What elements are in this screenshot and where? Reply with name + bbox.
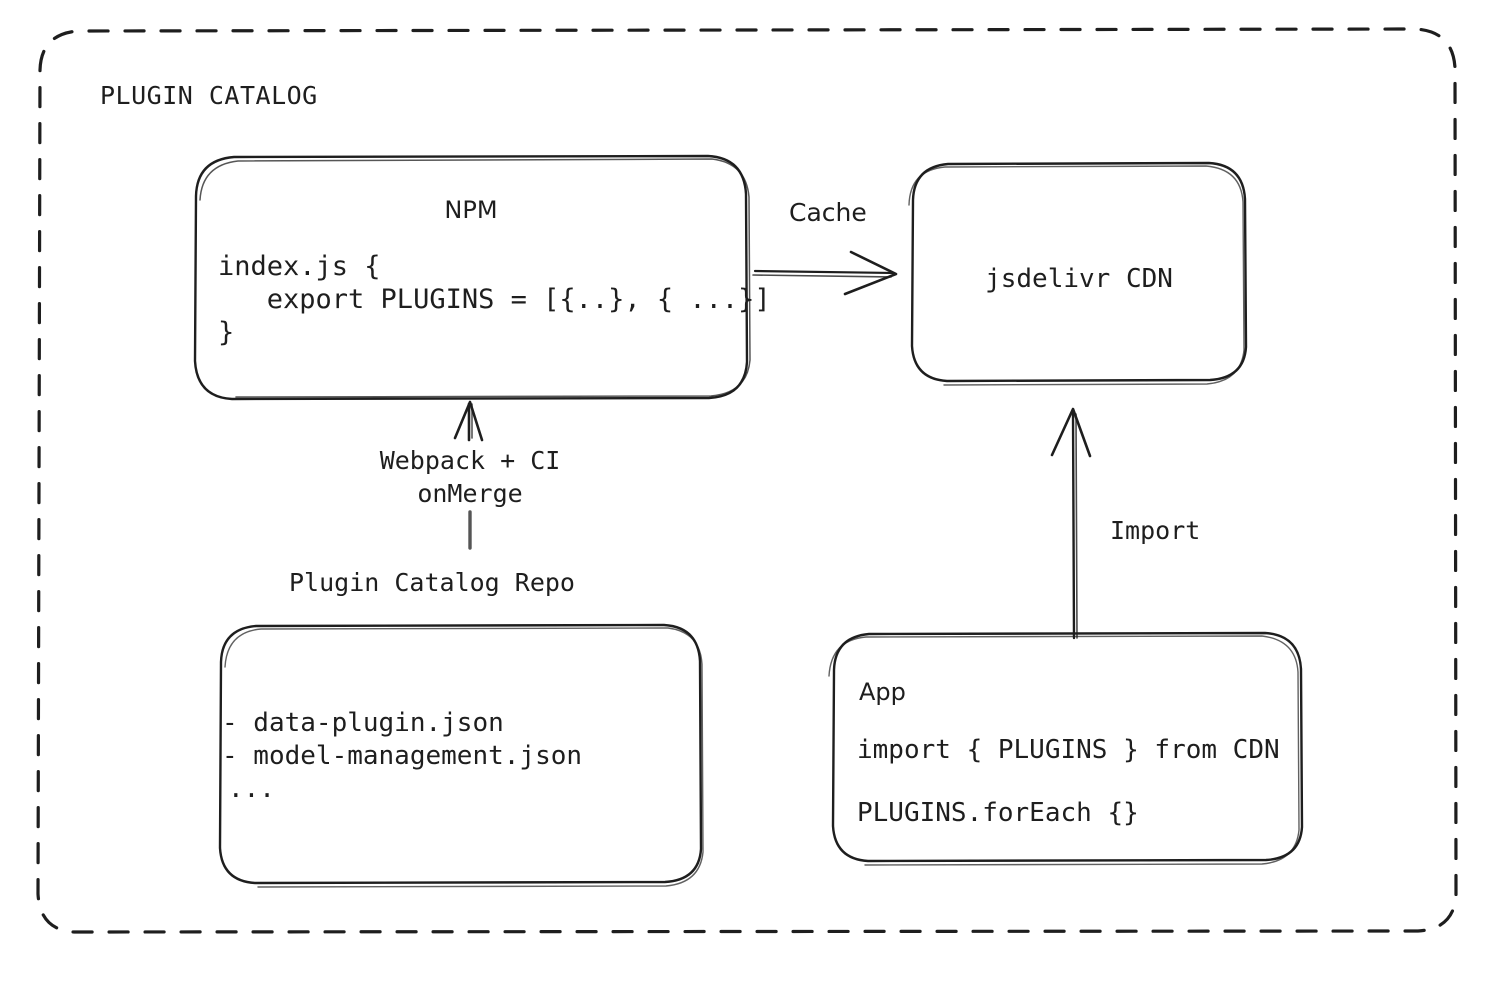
edge-label-cache: Cache: [789, 198, 867, 227]
edge-repo-to-npm: [453, 400, 484, 550]
edge-npm-to-cdn: [752, 250, 898, 296]
app-node-title: App: [859, 678, 906, 706]
repo-node-label: Plugin Catalog Repo: [289, 568, 575, 597]
cdn-node-title: jsdelivr CDN: [985, 264, 1173, 294]
edge-label-import: Import: [1110, 516, 1201, 545]
container-title: PLUGIN CATALOG: [100, 81, 318, 110]
npm-code-line-3: }: [218, 317, 235, 348]
app-code-line-2: PLUGINS.forEach {}: [857, 798, 1139, 828]
app-code-line-1: import { PLUGINS } from CDN: [857, 735, 1280, 765]
app-node-border: [828, 631, 1304, 866]
repo-file-line-2: - model-management.json: [222, 741, 583, 771]
repo-file-line-1: - data-plugin.json: [222, 708, 504, 738]
repo-file-line-3: ...: [228, 774, 275, 804]
npm-node-border: [193, 154, 751, 401]
npm-code-line-2: export PLUGINS = [{..}, { ...}]: [218, 284, 771, 315]
edge-label-webpack-ci: Webpack + CI: [379, 446, 561, 475]
edge-label-onmerge: onMerge: [417, 479, 523, 508]
npm-node-title: NPM: [444, 196, 498, 224]
repo-node-border: [218, 623, 704, 888]
plugin-catalog-container-border: [36, 27, 1458, 934]
cdn-node-border: [908, 161, 1248, 386]
edge-app-to-cdn: [1050, 407, 1092, 640]
npm-code-line-1: index.js {: [218, 251, 381, 282]
